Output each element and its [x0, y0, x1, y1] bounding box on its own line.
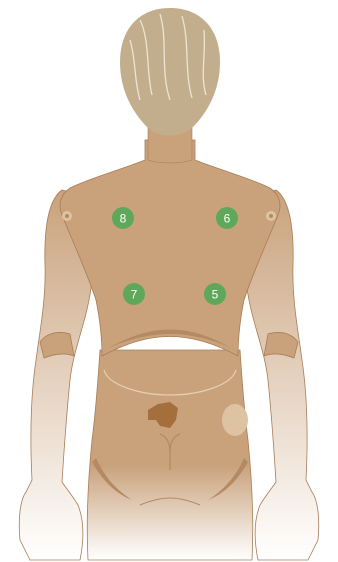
head-hair [120, 8, 220, 136]
injection-pad [222, 404, 248, 436]
marker-7-label: 7 [131, 288, 138, 302]
torso [60, 140, 280, 356]
marker-8[interactable]: 8 [112, 207, 134, 229]
marker-5-label: 5 [212, 288, 219, 302]
left-shoulder-port [62, 211, 72, 221]
marker-6[interactable]: 6 [216, 207, 238, 229]
marker-7[interactable]: 7 [123, 283, 145, 305]
marker-8-label: 8 [120, 212, 127, 226]
right-shoulder-port [266, 211, 276, 221]
marker-6-label: 6 [224, 212, 231, 226]
marker-5[interactable]: 5 [204, 283, 226, 305]
